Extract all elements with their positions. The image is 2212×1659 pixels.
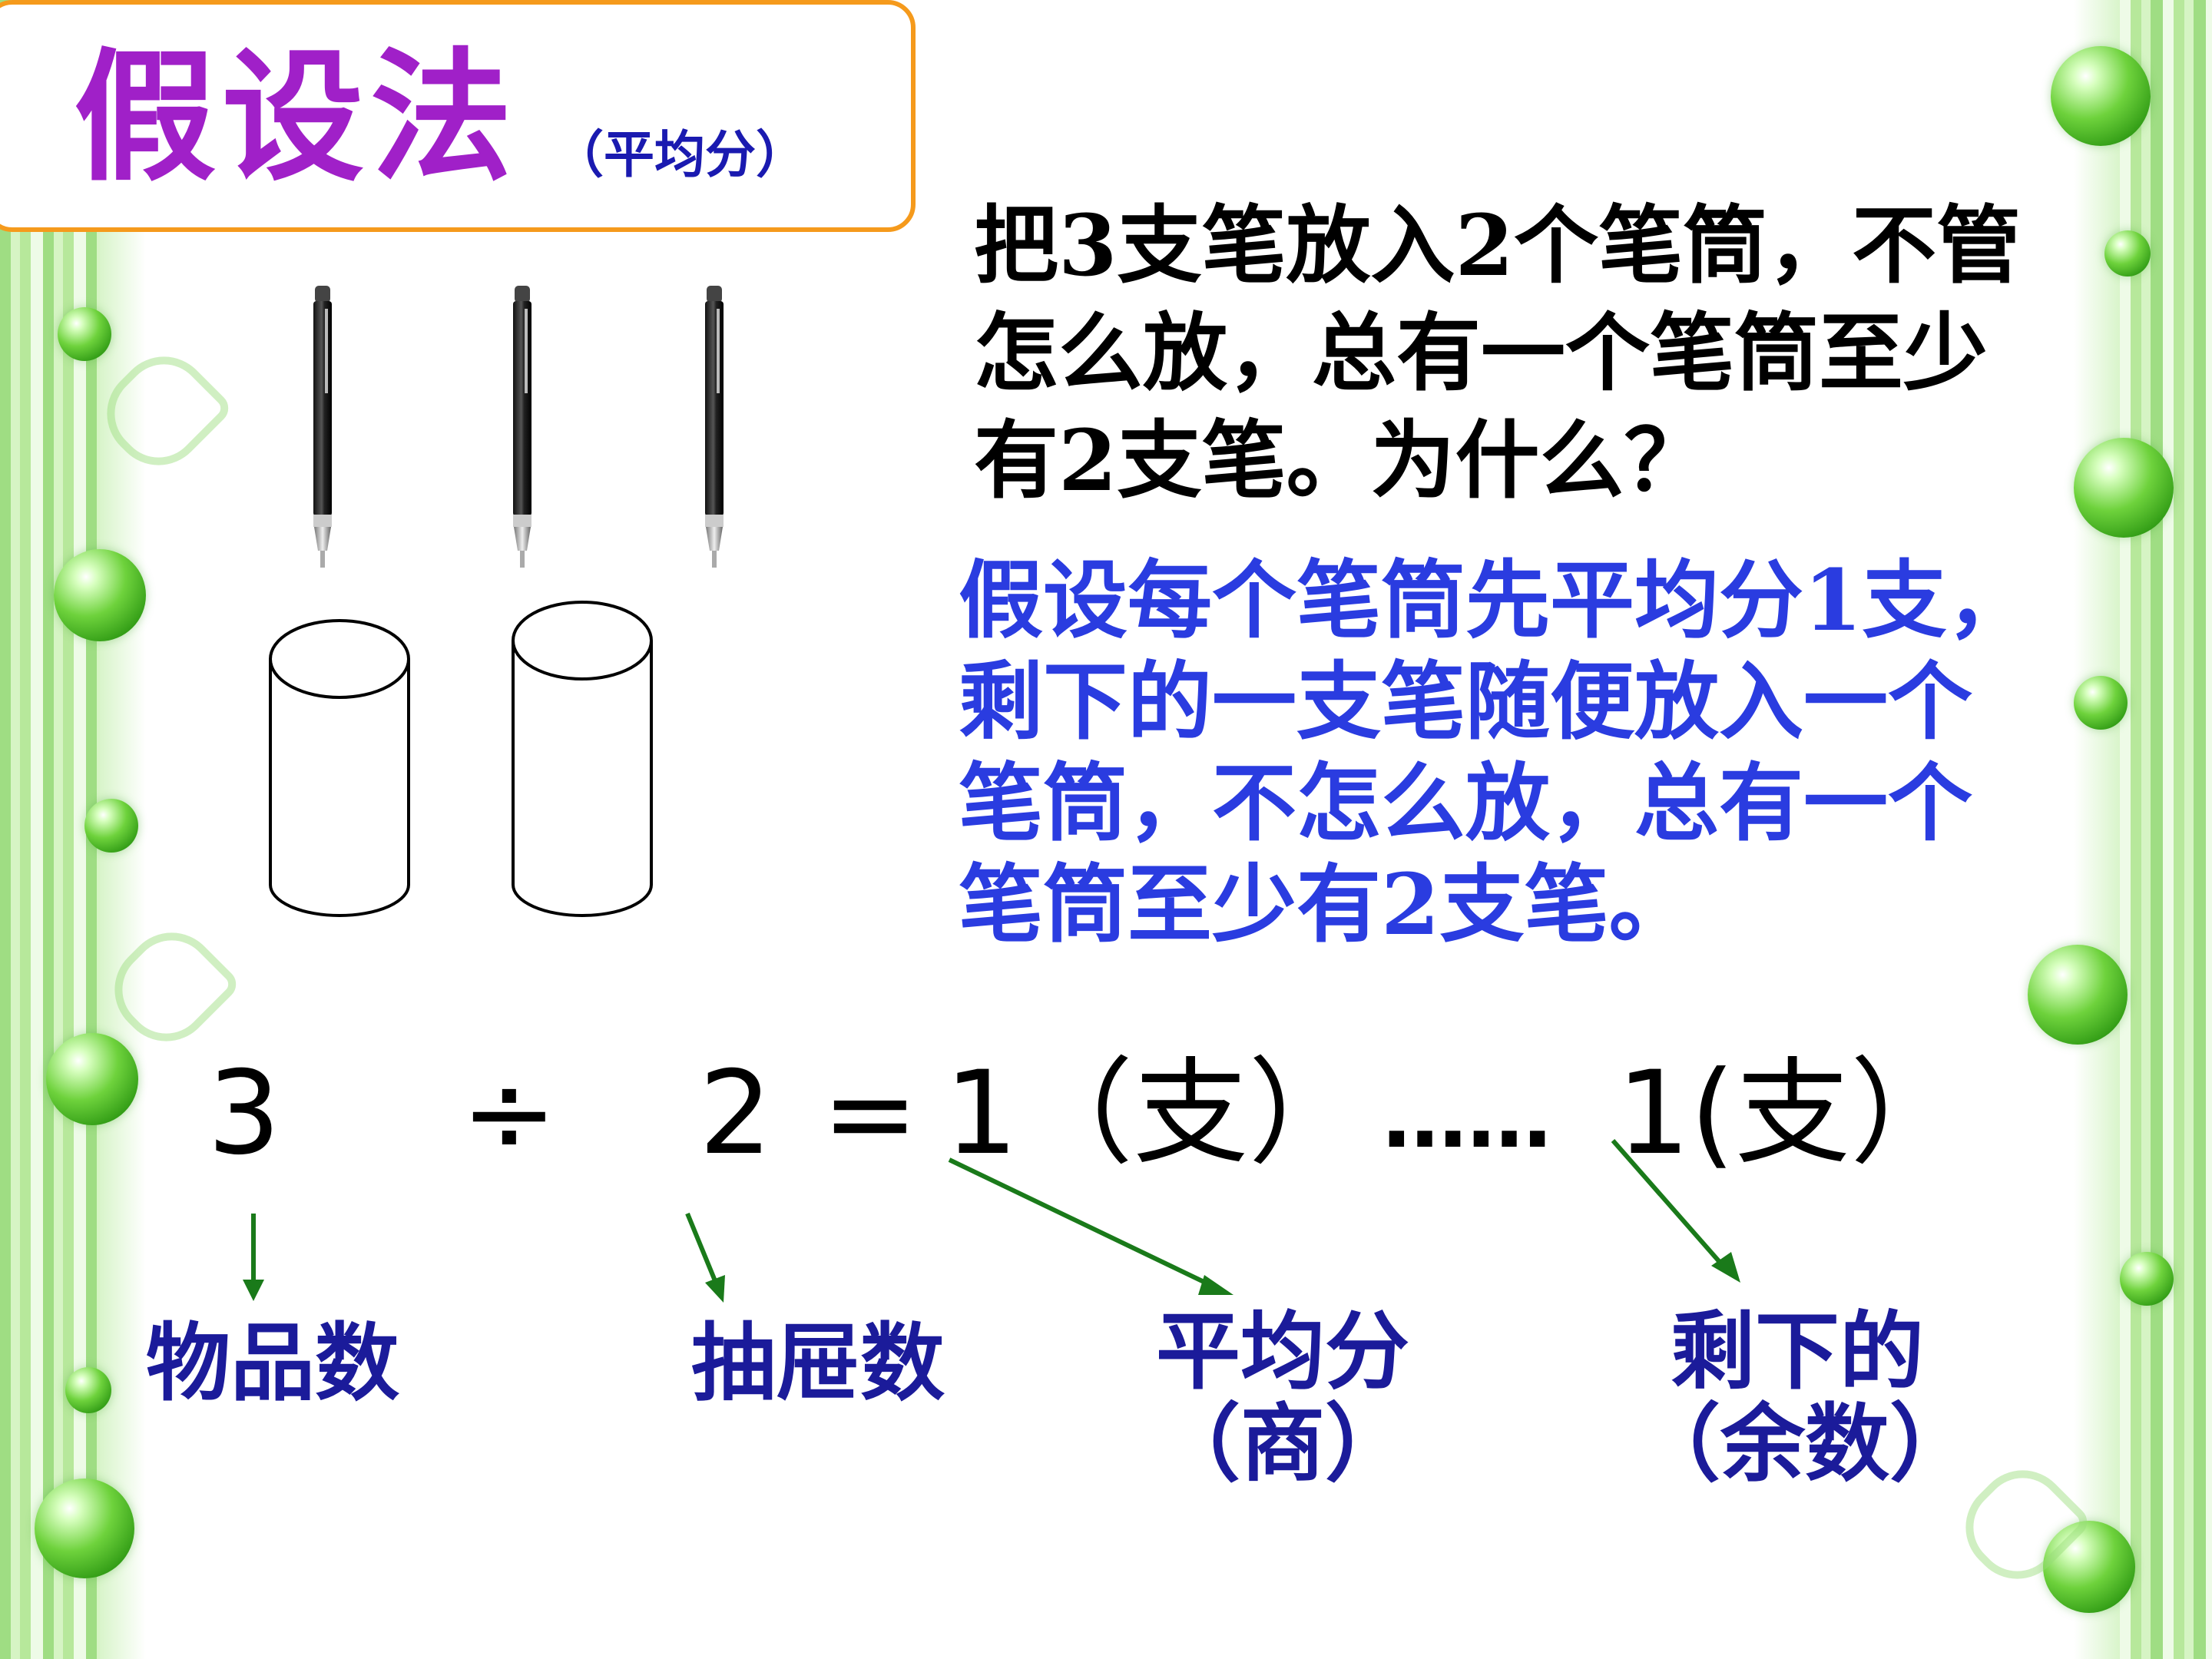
bubble-decoration — [35, 1479, 134, 1578]
arrow-quotient-head — [1198, 1275, 1233, 1295]
bubble-decoration — [2074, 438, 2174, 538]
page-subtitle: （平均分） — [553, 124, 806, 184]
arrow-items-head — [243, 1280, 264, 1301]
bubble-decoration — [2104, 230, 2151, 276]
bubble-decoration — [58, 307, 111, 361]
pen-icon — [705, 286, 724, 568]
bubble-decoration — [46, 1033, 138, 1125]
equation-divide-sign: ÷ — [461, 1047, 558, 1181]
arrow-drawers-head — [705, 1275, 725, 1303]
label-quotient: 平均分 （商） — [1144, 1306, 1421, 1490]
label-items: 物品数 — [146, 1313, 399, 1412]
equation-remainder: 1(支） — [1617, 1047, 1965, 1181]
answer-text: 假设每个笔筒先平均分1支，剩下的一支笔随便放入一个笔筒，不怎么放，总有一个笔筒至… — [959, 551, 2032, 954]
equation-dots: …… — [1382, 1068, 1551, 1167]
title-box — [0, 0, 916, 232]
label-quotient-line1: 平均分 — [1156, 1302, 1409, 1401]
question-text: 把3支笔放入2个笔筒，不管怎么放，总有一个笔筒至少有2支笔。为什么？ — [974, 196, 2022, 510]
label-remainder-line2: （余数） — [1636, 1394, 1974, 1493]
arrow-remainder-head — [1711, 1252, 1740, 1283]
bubble-decoration — [2028, 945, 2128, 1045]
label-quotient-line2: （商） — [1156, 1394, 1409, 1493]
pen-icon — [513, 286, 531, 568]
cup-icon — [269, 619, 410, 917]
label-remainder: 剩下的 （余数） — [1636, 1302, 1974, 1493]
equation-divisor: 2 — [699, 1047, 773, 1181]
bubble-decoration — [54, 549, 146, 641]
arrow-drawers — [685, 1212, 718, 1284]
equation-equals-sign: = — [822, 1047, 919, 1181]
arrow-remainder — [1611, 1139, 1727, 1269]
right-stripe-decoration — [2120, 0, 2212, 1659]
cup-icon — [512, 601, 653, 917]
bubble-decoration — [2074, 676, 2128, 730]
bubble-decoration — [84, 799, 138, 853]
pen-icon — [313, 286, 332, 568]
arrow-quotient — [948, 1157, 1215, 1289]
label-drawers: 抽屉数 — [691, 1313, 945, 1412]
bubble-decoration — [2043, 1521, 2135, 1613]
bubble-decoration — [2051, 46, 2151, 146]
bubble-decoration — [2120, 1252, 2174, 1306]
equation-dividend: 3 — [207, 1047, 281, 1181]
bubble-decoration — [65, 1367, 111, 1413]
label-remainder-line1: 剩下的 — [1671, 1302, 1924, 1401]
page-title: 假设法 — [74, 33, 518, 200]
right-fade-decoration — [2074, 0, 2120, 1659]
equation-quotient: 1（支） — [945, 1047, 1364, 1181]
